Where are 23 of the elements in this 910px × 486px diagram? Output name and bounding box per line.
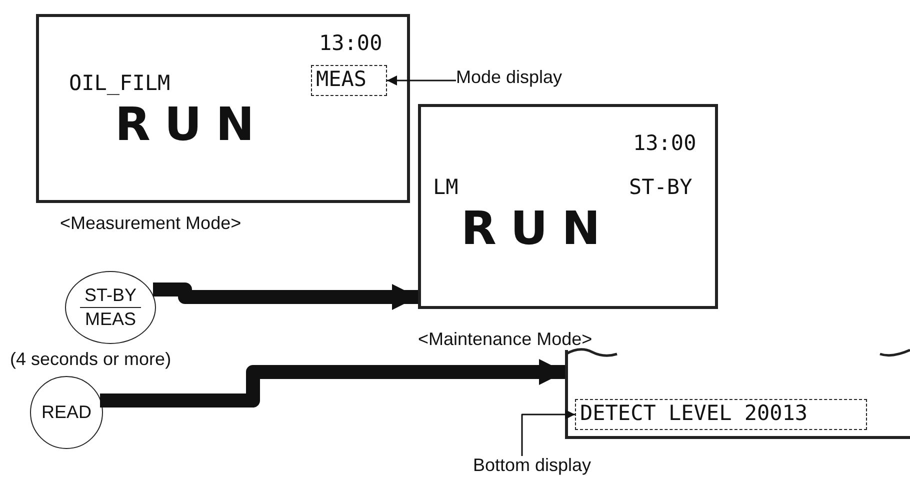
key-button: READ: [30, 376, 103, 449]
note-text: (4 seconds or more): [10, 350, 172, 370]
clock-text: 13:00: [319, 33, 382, 54]
transition-arrow: [153, 282, 418, 310]
transition-arrow: [100, 359, 565, 408]
display-text: OIL_FILM: [69, 73, 170, 94]
leader-arrow: [387, 76, 456, 86]
mode-caption: <Measurement Mode>: [60, 214, 242, 234]
display-text: ST-BY: [629, 177, 692, 198]
status-text: RUN: [115, 101, 268, 147]
mode-caption: <Maintenance Mode>: [418, 330, 592, 350]
callout-label: Bottom display: [473, 456, 592, 476]
detect-level-readout: DETECT LEVEL 20013: [575, 399, 867, 430]
clock-text: 13:00: [633, 133, 696, 154]
callout-label: Mode display: [456, 68, 562, 88]
lcd-screen-section: [565, 350, 910, 439]
key-button: ST-BY MEAS: [65, 271, 156, 344]
display-text: LM: [433, 177, 458, 198]
mode-indicator: MEAS: [311, 65, 387, 96]
lcd-screen: [418, 104, 718, 309]
status-text: RUN: [461, 205, 614, 251]
leader-arrow: [521, 410, 575, 456]
lcd-screen: [36, 14, 410, 203]
